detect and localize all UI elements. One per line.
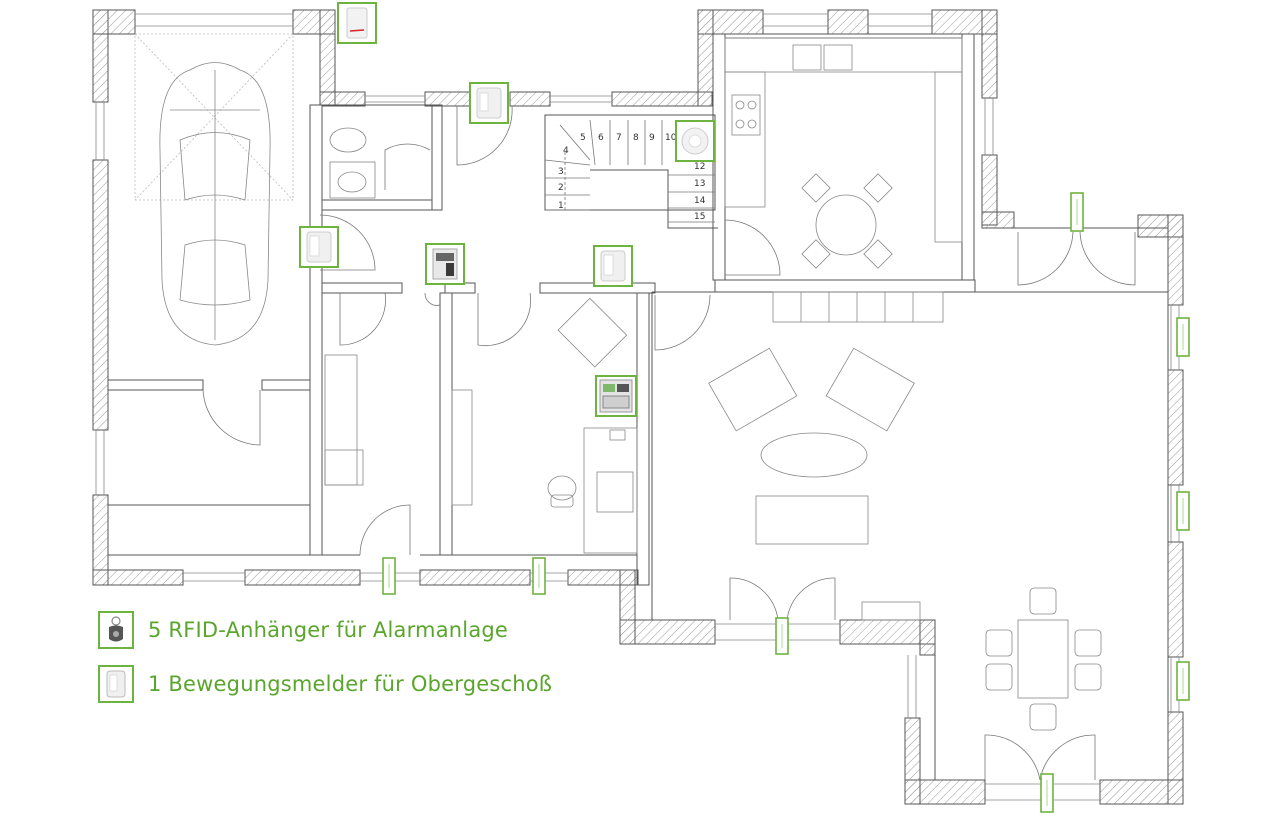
step-label: 3 [558,167,564,177]
rfid-tag-icon [98,611,134,649]
doors [202,105,1136,781]
motion-detector-icon [469,82,509,124]
step-label: 2 [558,183,564,193]
door-contact-sensor-icon [337,2,377,44]
stair-step-numbers: 1 2 3 4 5 6 7 8 9 10 12 13 14 15 [558,133,706,222]
motion-detector-icon [593,245,633,287]
motion-detector-icon [299,226,339,268]
step-label: 1 [558,201,564,211]
smoke-detector-icon [675,120,715,162]
step-label: 7 [616,133,622,143]
step-label: 10 [665,133,677,143]
exterior-walls [92,9,1184,805]
legend-row-rfid: 5 RFID-Anhänger für Alarmanlage [98,611,508,649]
step-label: 12 [694,162,705,172]
step-label: 5 [580,133,586,143]
step-label: 15 [694,212,705,222]
step-label: 13 [694,179,705,189]
living-room-furniture [557,291,1102,731]
bathroom-fixtures [329,127,376,199]
window-sensor-inner [388,199,1184,806]
staircase [544,119,715,223]
step-label: 9 [649,133,655,143]
room-furniture [324,354,638,554]
windows [95,13,1180,801]
legend-row-motion: 1 Bewegungsmelder für Obergeschoß [98,665,552,703]
step-label: 4 [563,146,569,156]
car-outline [134,33,294,346]
window-sensors [382,192,1190,813]
legend-label: 5 RFID-Anhänger für Alarmanlage [148,618,509,642]
motion-detector-icon [98,665,134,703]
step-label: 6 [598,133,604,143]
step-label: 14 [694,196,706,206]
alarm-control-panel-icon [595,375,637,417]
kitchen-furniture [724,37,963,269]
keypad-icon [425,243,465,285]
legend-label: 1 Bewegungsmelder für Obergeschoß [148,672,553,696]
step-label: 8 [633,133,639,143]
